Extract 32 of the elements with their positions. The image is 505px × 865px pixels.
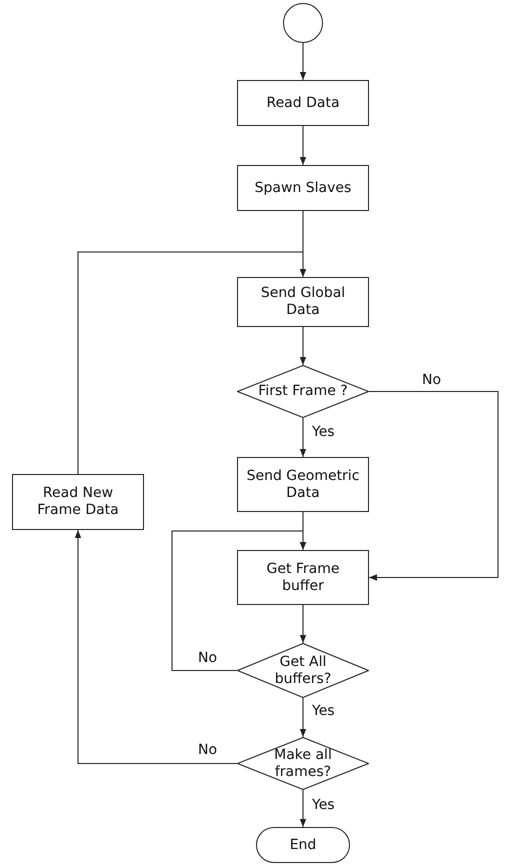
process-box [237,457,369,512]
decision-diamond [237,643,369,698]
arrow [300,42,306,80]
decision-diamond [237,737,369,790]
arrow [300,790,306,828]
node-text: Send Global Data [260,285,346,319]
node-text: Make all frames? [273,746,333,780]
node-text: Spawn Slaves [254,180,352,196]
arrow [300,604,306,644]
node-text: Read New Frame Data [36,485,120,519]
process-box [237,550,369,605]
node-text: End [290,836,316,854]
process-box [237,80,369,126]
decision-diamond [237,365,369,418]
arrow [74,530,238,764]
process-box [237,165,369,211]
node-text: Get Frame buffer [265,560,341,594]
arrow [300,418,306,458]
arrow [300,126,306,166]
node-text: Send Geometric Data [246,468,360,502]
node-text: Get All buffers? [274,654,332,688]
arrow [172,530,306,671]
node-text: Read Data [266,94,340,112]
arrow [300,326,306,366]
start-circle [283,3,323,43]
process-box [237,277,369,327]
arrow [368,391,498,581]
process-box [12,474,144,530]
node-text: First Frame ? [258,383,348,400]
arrow [300,698,306,738]
end-terminal [256,827,350,863]
arrow [78,252,306,474]
